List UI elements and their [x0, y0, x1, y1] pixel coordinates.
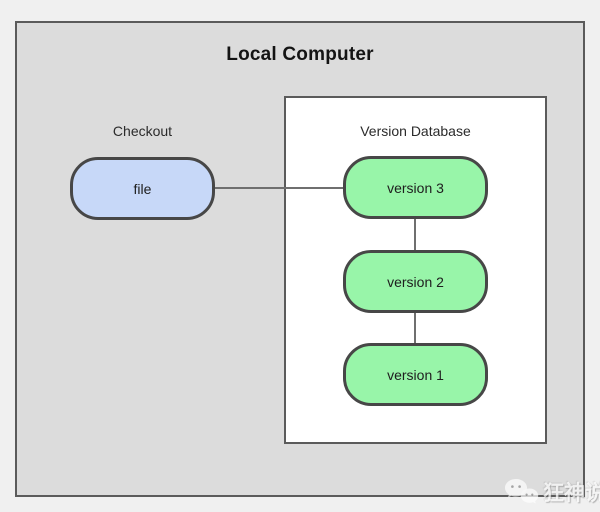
version-3-node: version 3 [343, 156, 488, 219]
connector-version2-to-version1 [414, 312, 416, 344]
version-3-label: version 3 [387, 179, 444, 196]
checkout-label: Checkout [112, 123, 173, 139]
version-1-node: version 1 [343, 343, 488, 406]
version-1-label: version 1 [387, 366, 444, 383]
file-node: file [70, 157, 215, 220]
version-2-label: version 2 [387, 273, 444, 290]
version-database-label: Version Database [360, 123, 471, 139]
file-node-label: file [133, 180, 152, 197]
version-2-node: version 2 [343, 250, 488, 313]
watermark: 狂神说 [503, 476, 600, 508]
watermark-text: 狂神说 [543, 482, 600, 505]
diagram-title: Local Computer [226, 44, 374, 65]
connector-file-to-version3 [215, 187, 343, 189]
connector-version3-to-version2 [414, 218, 416, 251]
wechat-chat-bubbles-icon [503, 477, 539, 507]
